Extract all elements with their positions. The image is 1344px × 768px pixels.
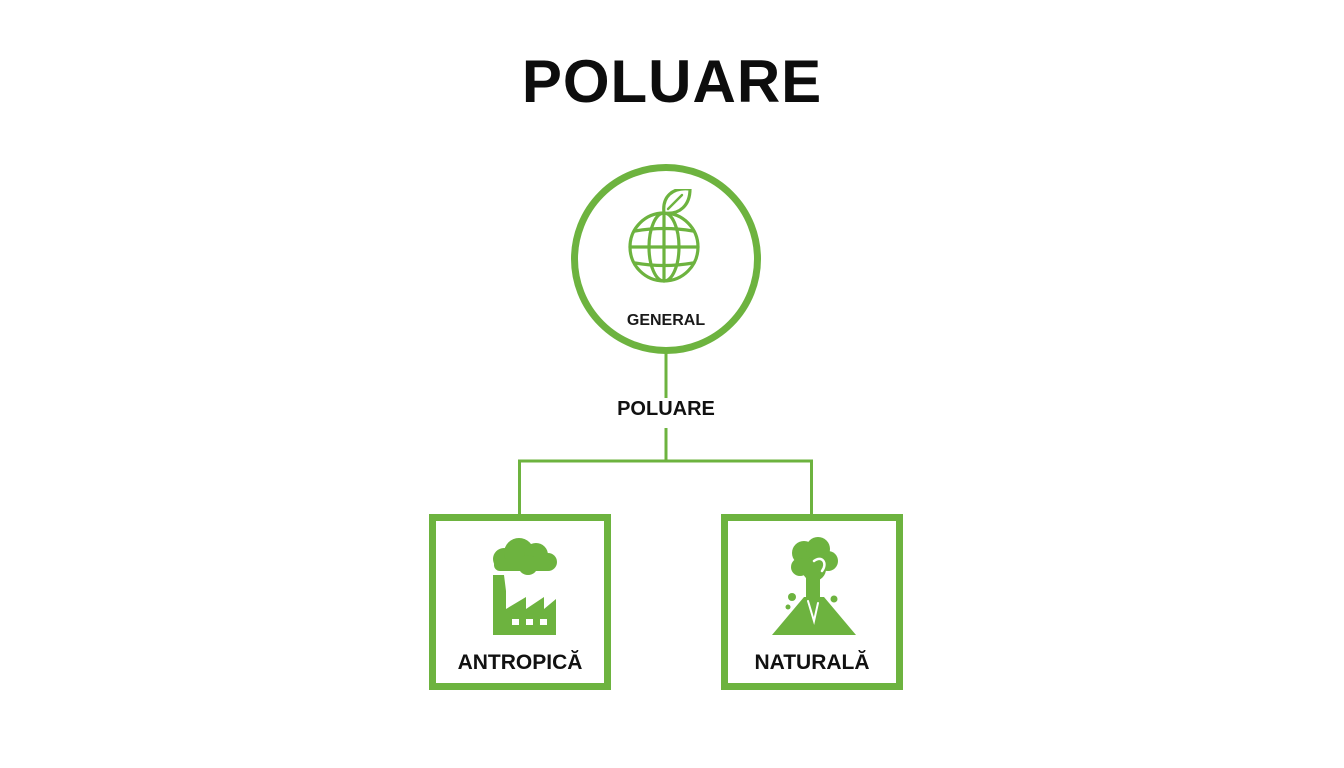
- child-node-anthropic-label: ANTROPICĂ: [457, 651, 583, 674]
- root-node: GENERAL: [571, 164, 761, 354]
- volcano-icon: [772, 537, 856, 635]
- child-node-anthropic: ANTROPICĂ: [429, 514, 611, 690]
- factory-icon: [493, 538, 557, 635]
- globe-leaf-icon: [628, 189, 700, 283]
- diagram-title: POLUARE: [521, 48, 823, 115]
- root-node-label: GENERAL: [626, 312, 706, 329]
- child-node-natural-label: NATURALĂ: [754, 651, 870, 674]
- child-node-natural: NATURALĂ: [721, 514, 903, 690]
- connector-label: POLUARE: [566, 398, 766, 421]
